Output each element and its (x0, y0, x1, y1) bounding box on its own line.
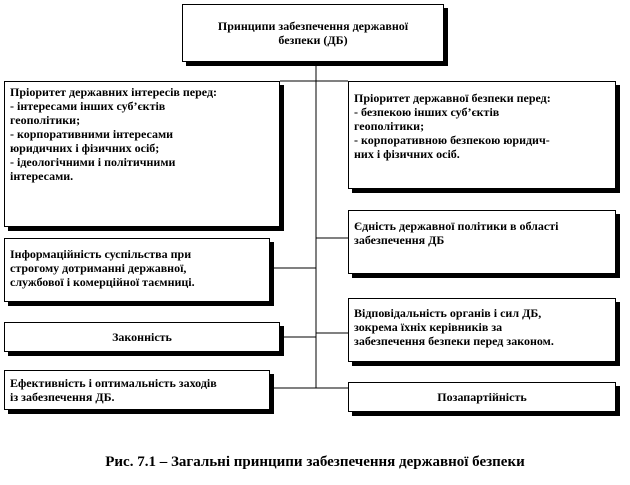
box-line: Відповідальність органів і сил ДБ, (354, 306, 542, 320)
box-line: - ідеологічними і політичними (10, 155, 176, 169)
security-priority-box: Пріоритет державної безпеки перед: - без… (348, 81, 616, 189)
box-line: строгому дотриманні державної, (10, 261, 187, 275)
box-line: геополітики; (354, 119, 425, 133)
box-line: інтересами. (10, 169, 74, 183)
box-line: юридичних і фізичних осіб; (10, 141, 160, 155)
root-line-1: Принципи забезпечення державної (217, 19, 409, 33)
box-line: зокрема їхніх керівників за (354, 320, 503, 334)
legality-box: Законність (4, 322, 280, 352)
root-line-2: безпеки (ДБ) (278, 33, 348, 47)
box-line: них і фізичних осіб. (354, 147, 460, 161)
box-line: службової і комерційної таємниці. (10, 275, 195, 289)
box-line: забезпечення безпеки перед законом. (354, 334, 554, 348)
policy-unity-box: Єдність державної політики в області заб… (348, 210, 616, 274)
box-line: Позапартійність (437, 390, 527, 404)
figure-caption: Рис. 7.1 – Загальні принципи забезпеченн… (105, 454, 525, 470)
box-line: із забезпечення ДБ. (10, 390, 115, 404)
box-line: Пріоритет державної безпеки перед: (354, 91, 551, 105)
box-line: геополітики; (10, 113, 81, 127)
non-partisanship-box: Позапартійність (348, 382, 616, 412)
box-line: - корпоративними інтересами (10, 127, 174, 141)
box-line: Пріоритет державних інтересів перед: (10, 85, 218, 99)
box-line: Ефективність і оптимальність заходів (10, 376, 217, 390)
box-line: - безпекою інших суб’єктів (354, 105, 500, 119)
box-line: Інформаційність суспільства при (10, 247, 192, 261)
efficiency-box: Ефективність і оптимальність заходів із … (4, 370, 270, 410)
interest-priority-box: Пріоритет державних інтересів перед: - і… (4, 81, 280, 227)
box-line: забезпечення ДБ (354, 233, 445, 247)
root-principles-box: Принципи забезпечення державної безпеки … (182, 4, 444, 62)
box-line: Єдність державної політики в області (354, 219, 559, 233)
box-line: - корпоративною безпекою юридич- (354, 133, 550, 147)
informational-openness-box: Інформаційність суспільства при строгому… (4, 238, 270, 302)
box-line: Законність (112, 330, 172, 344)
box-line: - інтересами інших суб’єктів (10, 99, 166, 113)
responsibility-box: Відповідальність органів і сил ДБ, зокре… (348, 298, 616, 362)
